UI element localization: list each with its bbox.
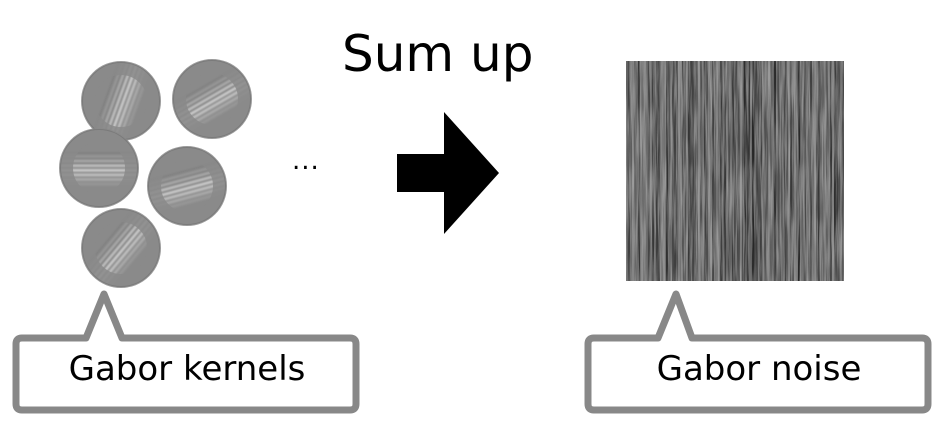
- gabor-kernel: [59, 128, 139, 208]
- gabor-noise-image: [626, 61, 844, 281]
- right-arrow-icon: [397, 112, 499, 234]
- gabor-kernel: [172, 59, 252, 139]
- diagram-title: Sum up: [342, 25, 534, 83]
- gabor-kernel: [81, 61, 161, 141]
- gabor-kernel: [147, 146, 227, 226]
- gabor-noise-label: Gabor noise: [656, 349, 862, 389]
- gabor-kernel: [81, 208, 161, 288]
- ellipsis-text: ...: [292, 146, 320, 176]
- gabor-kernels-label: Gabor kernels: [68, 349, 306, 389]
- callout-box-left: [12, 290, 360, 414]
- gabor-kernels-group: [59, 59, 252, 288]
- callout-box-right: [584, 290, 932, 414]
